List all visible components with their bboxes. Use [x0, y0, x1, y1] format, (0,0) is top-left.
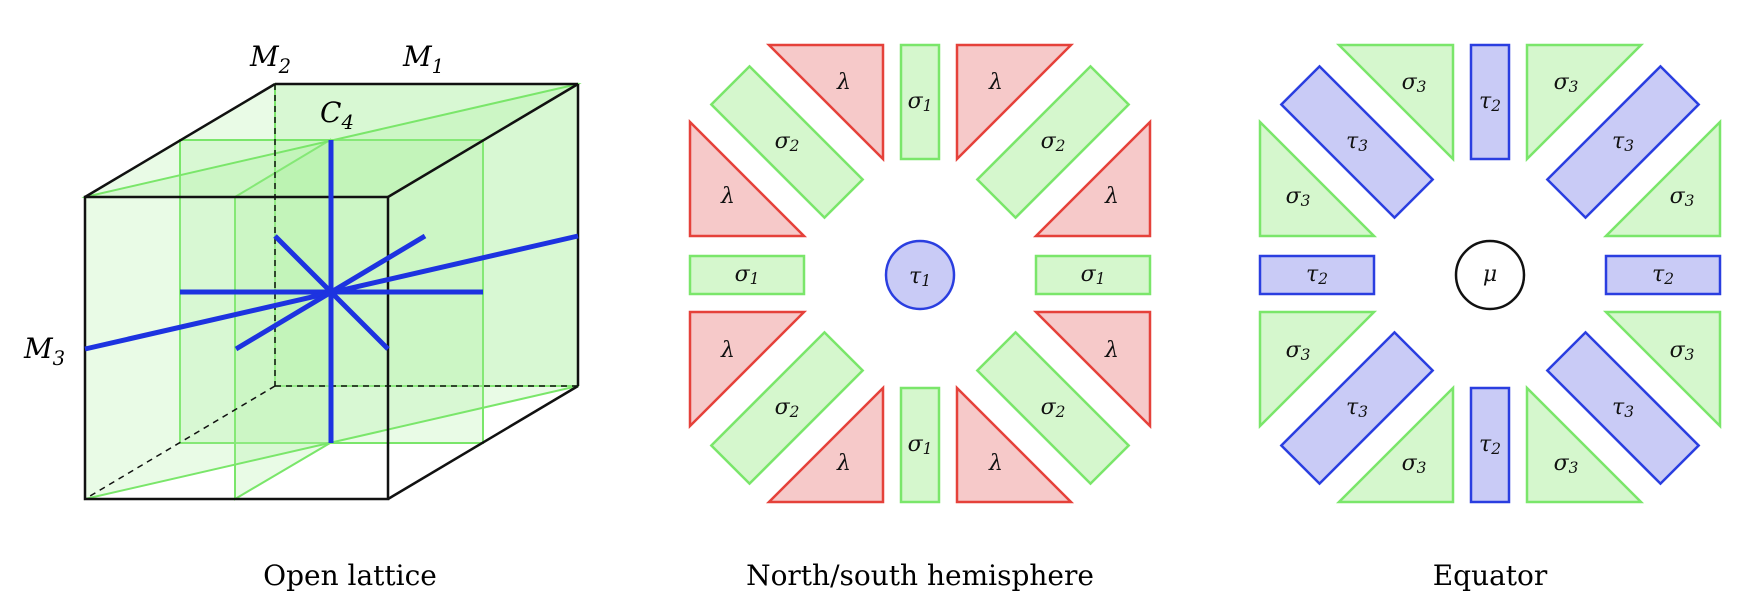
caption-hemisphere: North/south hemisphere: [746, 559, 1094, 592]
sigma2-label: σ2: [1041, 395, 1066, 421]
lambda-tri-left-upper: [688, 118, 808, 238]
sigma3-label: σ3: [1670, 338, 1695, 364]
sigma3-tri-top-left: [1335, 43, 1455, 163]
lambda-label: λ: [836, 451, 851, 476]
sigma3-tri-bottom-right: [1525, 384, 1645, 504]
caption-open-lattice: Open lattice: [263, 559, 437, 592]
sigma3-label: σ3: [1554, 451, 1579, 477]
sigma3-tri-left-lower: [1258, 310, 1378, 430]
lambda-label: λ: [720, 184, 735, 209]
sigma1-label: σ1: [908, 89, 933, 115]
sigma2-bar-top-right: [975, 64, 1131, 220]
tau2-label: τ2: [1652, 262, 1674, 288]
sigma1-bar-right: [1034, 254, 1152, 296]
sigma2-label: σ2: [1041, 129, 1066, 155]
lambda-label: λ: [1104, 184, 1119, 209]
sigma3-tri-left-upper: [1258, 118, 1378, 238]
mu-circle: [1454, 239, 1526, 311]
cube-panel: M2 M1 C4 M3 Open lattice: [23, 40, 582, 592]
lambda-tri-right-lower: [1032, 310, 1152, 430]
diag-axis: [273, 234, 390, 351]
sigma1-bars: [688, 43, 1152, 504]
sigma2-bar-bottom-left: [709, 330, 865, 486]
tau1-label: τ1: [909, 264, 931, 290]
sigma2-label: σ2: [775, 129, 800, 155]
tau3-label: τ3: [1346, 395, 1368, 421]
rotation-axes: [84, 140, 579, 443]
sigma3-triangles: [1258, 43, 1722, 504]
sigma2-label: σ2: [775, 395, 800, 421]
tau2-bar-left: [1258, 254, 1376, 296]
tau2-bar-right: [1604, 254, 1722, 296]
lambda-tri-left-lower: [688, 310, 808, 430]
equator-glyphs: μ σ3 σ3 σ3 σ3 σ3 σ3 σ3 σ3 τ2 τ2 τ2 τ2 τ3…: [1286, 70, 1695, 477]
equator-panel: μ σ3 σ3 σ3 σ3 σ3 σ3 σ3 σ3 τ2 τ2 τ2 τ2 τ3…: [1258, 43, 1722, 592]
label-m1: M1: [402, 40, 444, 78]
lambda-label: λ: [1104, 338, 1119, 363]
sigma2-bars: [709, 64, 1131, 486]
mu-label: μ: [1483, 262, 1497, 287]
tau3-bar-top-left: [1279, 64, 1435, 220]
tau3-bars: [1279, 64, 1701, 486]
sigma1-bar-top: [899, 43, 941, 161]
tau2-label: τ2: [1306, 262, 1328, 288]
lambda-tri-top-left: [765, 43, 885, 163]
lambda-label: λ: [836, 70, 851, 95]
tau1-circle: [884, 239, 956, 311]
lambda-tri-top-right: [955, 43, 1075, 163]
tau3-bar-bottom-right: [1545, 330, 1701, 486]
tau2-bar-top: [1469, 43, 1511, 161]
tau3-label: τ3: [1346, 129, 1368, 155]
sigma3-tri-right-lower: [1602, 310, 1722, 430]
tau3-label: τ3: [1612, 395, 1634, 421]
sigma3-label: σ3: [1286, 338, 1311, 364]
hemisphere-panel: τ1 λ λ λ λ λ λ λ λ σ1 σ1 σ1 σ1 σ2 σ2 σ2 …: [688, 43, 1152, 592]
sigma3-tri-bottom-left: [1335, 384, 1455, 504]
tau2-label: τ2: [1479, 432, 1501, 458]
lambda-tri-bottom-left: [765, 384, 885, 504]
label-m2: M2: [249, 40, 291, 78]
sigma3-label: σ3: [1554, 70, 1579, 96]
cube-hidden-edges: [84, 84, 578, 500]
lambda-tri-right-upper: [1032, 118, 1152, 238]
sigma1-label: σ1: [735, 262, 760, 288]
sigma1-bar-bottom: [899, 386, 941, 504]
sigma1-bar-left: [688, 254, 806, 296]
hemisphere-glyphs: τ1 λ λ λ λ λ λ λ λ σ1 σ1 σ1 σ1 σ2 σ2 σ2 …: [720, 70, 1119, 476]
caption-equator: Equator: [1433, 559, 1548, 592]
tau3-label: τ3: [1612, 129, 1634, 155]
sigma3-label: σ3: [1402, 70, 1427, 96]
tau3-bar-top-right: [1545, 64, 1701, 220]
lambda-label: λ: [720, 338, 735, 363]
sigma3-label: σ3: [1286, 184, 1311, 210]
label-m3: M3: [23, 332, 65, 370]
lambda-tri-bottom-right: [955, 384, 1075, 504]
sigma2-bar-top-left: [709, 64, 865, 220]
sigma3-tri-right-upper: [1602, 118, 1722, 238]
tau2-bars: [1258, 43, 1722, 504]
tau3-bar-bottom-left: [1279, 330, 1435, 486]
sigma1-label: σ1: [1081, 262, 1106, 288]
sigma2-bar-bottom-right: [975, 330, 1131, 486]
sigma1-label: σ1: [908, 432, 933, 458]
sigma3-label: σ3: [1670, 184, 1695, 210]
lambda-triangles: [688, 43, 1152, 504]
lambda-label: λ: [988, 70, 1003, 95]
label-c4: C4: [320, 96, 354, 134]
sigma3-tri-top-right: [1525, 43, 1645, 163]
cube-edges: [83, 82, 580, 501]
tau2-label: τ2: [1479, 89, 1501, 115]
tau2-bar-bottom: [1469, 386, 1511, 504]
lambda-label: λ: [988, 451, 1003, 476]
sigma3-label: σ3: [1402, 451, 1427, 477]
